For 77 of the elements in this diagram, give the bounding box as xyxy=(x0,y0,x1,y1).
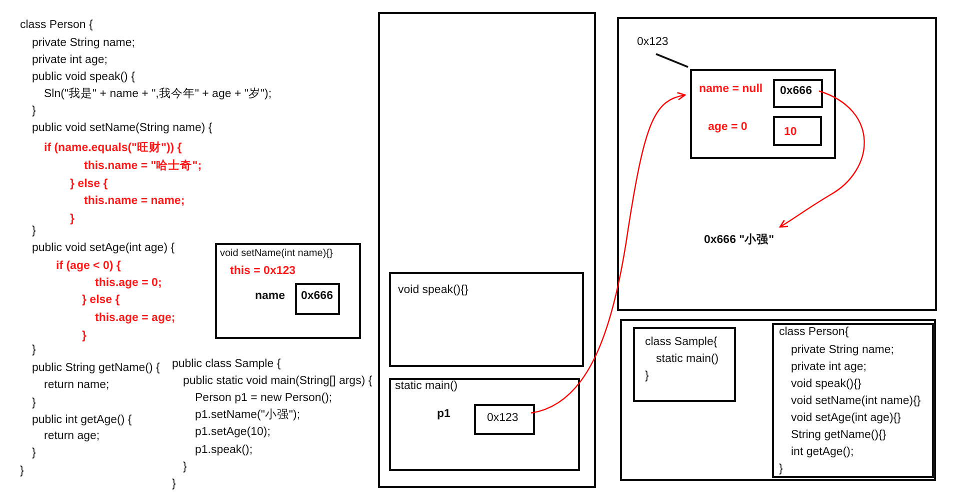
code-line: } xyxy=(82,329,86,344)
code-line: } xyxy=(183,460,187,475)
stack-frame xyxy=(215,243,361,339)
code-line: public void speak() { xyxy=(32,70,135,85)
code-text: p1 xyxy=(437,407,450,422)
code-line: } xyxy=(32,343,36,358)
code-text: void speak(){} xyxy=(791,377,862,392)
code-line: public void setAge(int age) { xyxy=(32,241,175,256)
code-line: p1.setAge(10); xyxy=(195,425,270,440)
code-text: void speak(){} xyxy=(398,283,468,298)
leader-line xyxy=(656,53,688,68)
stack-frame xyxy=(389,378,580,471)
method-area xyxy=(620,319,936,481)
code-line: } else { xyxy=(70,177,108,192)
value-cell xyxy=(773,116,822,146)
code-text: 0x666 "小强" xyxy=(704,232,774,248)
code-line: Sln("我是" + name + ",我今年" + age + "岁"); xyxy=(44,86,272,102)
code-line: } xyxy=(32,224,36,239)
code-text: class Person{ xyxy=(779,325,849,340)
code-text: } xyxy=(645,369,649,384)
class-box xyxy=(772,323,934,478)
code-line: this.name = name; xyxy=(84,194,185,209)
stack-area xyxy=(378,12,596,488)
code-text: void setAge(int age){} xyxy=(791,411,901,426)
code-line: public void setName(String name) { xyxy=(32,121,212,136)
code-text: static main() xyxy=(656,352,719,367)
code-text: 0x666 xyxy=(301,289,333,304)
code-text: name = null xyxy=(699,82,763,97)
code-text: 0x666 xyxy=(780,84,812,99)
code-text: 0x123 xyxy=(487,411,518,426)
code-line: private String name; xyxy=(32,36,135,51)
code-text: } xyxy=(779,462,783,477)
code-line: Person p1 = new Person(); xyxy=(195,391,332,406)
code-line: return name; xyxy=(44,378,110,393)
code-line: } xyxy=(32,396,36,411)
code-text: private String name; xyxy=(791,343,894,358)
heap-area xyxy=(617,17,937,311)
code-line: } else { xyxy=(82,293,120,308)
arrow xyxy=(779,90,865,228)
code-text: name xyxy=(255,289,286,304)
object-box xyxy=(690,69,836,159)
code-line: public static void main(String[] args) { xyxy=(183,374,372,389)
code-line: if (age < 0) { xyxy=(56,259,121,274)
code-text: void setName(int name){} xyxy=(791,394,921,409)
code-text: int getAge(); xyxy=(791,445,854,460)
code-text: age = 0 xyxy=(708,120,748,135)
code-line: return age; xyxy=(44,429,100,444)
code-line: } xyxy=(20,464,24,479)
code-line: } xyxy=(32,104,36,119)
code-line: if (name.equals("旺财")) { xyxy=(44,140,182,156)
code-line: } xyxy=(32,446,36,461)
code-text: void setName(int name){} xyxy=(220,247,333,261)
code-line: public String getName() { xyxy=(32,361,160,376)
code-text: 10 xyxy=(784,125,797,140)
code-line: } xyxy=(70,212,74,227)
code-line: this.age = 0; xyxy=(95,276,162,291)
code-line: public class Sample { xyxy=(172,357,281,372)
arrow xyxy=(530,92,686,414)
class-box xyxy=(633,327,736,402)
code-line: public int getAge() { xyxy=(32,413,132,428)
code-text: static main() xyxy=(395,379,458,394)
code-text: String getName(){} xyxy=(791,428,886,443)
code-line: class Person { xyxy=(20,18,93,33)
code-line: p1.setName("小强"); xyxy=(195,408,300,423)
code-text: 0x123 xyxy=(637,35,668,50)
code-line: p1.speak(); xyxy=(195,443,253,458)
code-line: } xyxy=(172,477,176,492)
code-line: this.name = "哈士奇"; xyxy=(84,158,202,174)
code-text: class Sample{ xyxy=(645,335,718,350)
code-text: private int age; xyxy=(791,360,866,375)
code-line: private int age; xyxy=(32,53,108,68)
value-cell xyxy=(474,404,535,435)
stack-frame xyxy=(389,272,584,367)
code-text: this = 0x123 xyxy=(230,264,296,279)
value-cell xyxy=(773,79,823,108)
value-cell xyxy=(295,283,340,315)
code-line: this.age = age; xyxy=(95,311,176,326)
